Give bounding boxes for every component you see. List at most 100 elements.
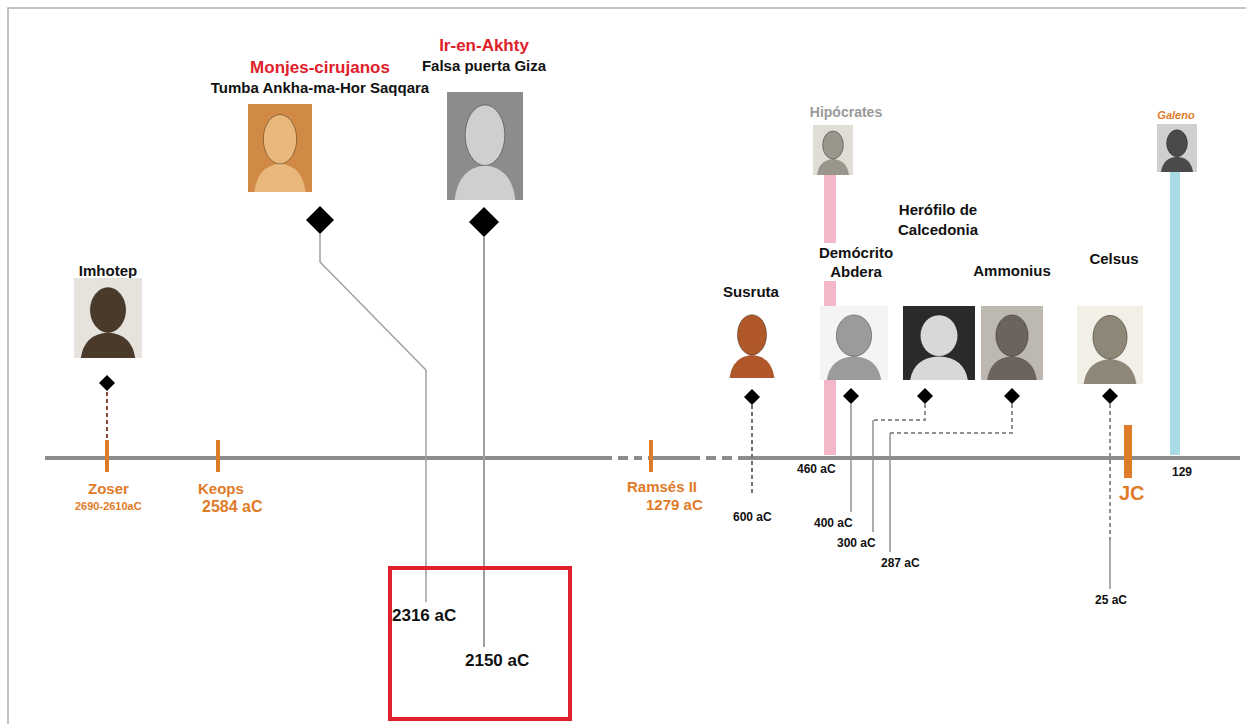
leader-line [106, 392, 108, 440]
axis-segment [738, 456, 1240, 460]
portrait [903, 306, 975, 380]
portrait-head [90, 288, 125, 333]
frame [8, 8, 1246, 724]
portrait-head [263, 115, 296, 164]
axis-label: Zoser [88, 480, 129, 498]
figure-place: Falsa puerta Giza [422, 56, 546, 75]
leader-line [890, 404, 1012, 433]
portrait-ground [1157, 124, 1197, 172]
diamond-marker [917, 388, 933, 404]
figure-card: Galeno [1146, 108, 1206, 172]
portrait-bust [730, 355, 775, 378]
portrait-ground [903, 306, 975, 380]
portrait-bust [827, 356, 881, 380]
figure-name: Hipócrates [810, 104, 882, 121]
date-label: 25 aC [1095, 593, 1127, 607]
date-label: 600 aC [733, 510, 772, 524]
axis-label: Keops [198, 480, 244, 498]
axis-dash [722, 456, 732, 460]
figure-card: Ammonius [962, 262, 1062, 380]
portrait-head [823, 131, 844, 159]
axis-label: Ramsés II [627, 478, 697, 496]
axis-segment [648, 456, 700, 460]
axis-dash [618, 456, 628, 460]
portrait-head [996, 315, 1028, 356]
leader-line [483, 237, 485, 647]
axis-label: 1279 aC [646, 496, 703, 514]
figure-card: Hipócrates [796, 104, 896, 175]
diamond-marker [306, 206, 334, 234]
axis-label: 2584 aC [202, 497, 263, 516]
figure-name: Herófilo de Calcedonia [882, 200, 994, 240]
portrait-ground [820, 306, 888, 380]
figure-card: Monjes-cirujanosTumba Ankha-ma-Hor Saqqa… [185, 58, 455, 192]
figure-name: Ir-en-Akhty [439, 36, 529, 56]
axis-tick [105, 440, 109, 472]
portrait-bust [254, 164, 305, 192]
diamond-marker [1004, 388, 1020, 404]
date-label: 460 aC [797, 462, 836, 476]
figure-card: Ir-en-AkhtyFalsa puerta Giza [394, 36, 574, 200]
portrait-ground [981, 306, 1043, 380]
portrait-bust [1084, 359, 1137, 384]
portrait [1157, 124, 1197, 172]
portrait [74, 278, 142, 358]
portrait-ground [74, 278, 142, 358]
date-label: 300 aC [837, 536, 876, 550]
portrait-ground [724, 306, 780, 378]
portrait-bust [455, 165, 516, 200]
portrait-head [1167, 130, 1188, 157]
portrait-ground [813, 125, 853, 175]
portrait-head [920, 315, 957, 356]
diamond-marker [99, 375, 115, 391]
figure-name: Imhotep [79, 262, 137, 280]
figure-card: Herófilo de Calcedonia [882, 200, 994, 380]
axis-label: JC [1119, 481, 1145, 505]
diamond-marker [843, 388, 859, 404]
axis-dash [634, 456, 642, 460]
portrait-ground [1077, 306, 1143, 384]
portrait [820, 306, 888, 380]
portrait-bust [817, 159, 849, 175]
leader-line [850, 404, 852, 512]
portrait-bust [1161, 157, 1193, 172]
portrait-ground [447, 92, 523, 200]
figure-card: Susruta [706, 283, 796, 378]
leader-line [889, 433, 891, 552]
portrait [981, 306, 1043, 380]
figure-name: Susruta [723, 283, 779, 301]
galeno-bar [1170, 172, 1180, 455]
axis-segment [45, 456, 612, 460]
leader-line [1109, 540, 1111, 589]
figure-card: Celsus [1069, 250, 1159, 384]
diamond-marker [744, 389, 760, 405]
jc-bar [1124, 425, 1132, 478]
figure-card: Imhotep [63, 262, 153, 358]
diamond-marker [1102, 388, 1118, 404]
portrait [248, 104, 312, 192]
time-axis [45, 456, 1240, 460]
leader-line [751, 405, 753, 495]
axis-dash [706, 456, 716, 460]
axis-tick [216, 440, 220, 472]
figure-name: Demócrito Abdera [811, 243, 901, 281]
portrait [724, 306, 780, 378]
diamond-marker [469, 207, 499, 237]
portrait [813, 125, 853, 175]
date-label: 287 aC [881, 556, 920, 570]
portrait-bust [987, 356, 1037, 380]
portrait-head [1093, 315, 1127, 359]
leader-line [1109, 404, 1111, 540]
highlight-box [390, 568, 570, 719]
portrait-head [737, 315, 766, 355]
date-label: 2316 aC [392, 606, 456, 626]
portrait-head [465, 105, 505, 165]
figure-card: Demócrito Abdera [811, 243, 901, 380]
portrait [1077, 306, 1143, 384]
figure-name: Ammonius [973, 262, 1051, 280]
figure-name: Galeno [1157, 108, 1194, 122]
portrait-head [836, 315, 871, 356]
date-label: 129 [1172, 465, 1192, 479]
axis-tick [649, 440, 653, 472]
